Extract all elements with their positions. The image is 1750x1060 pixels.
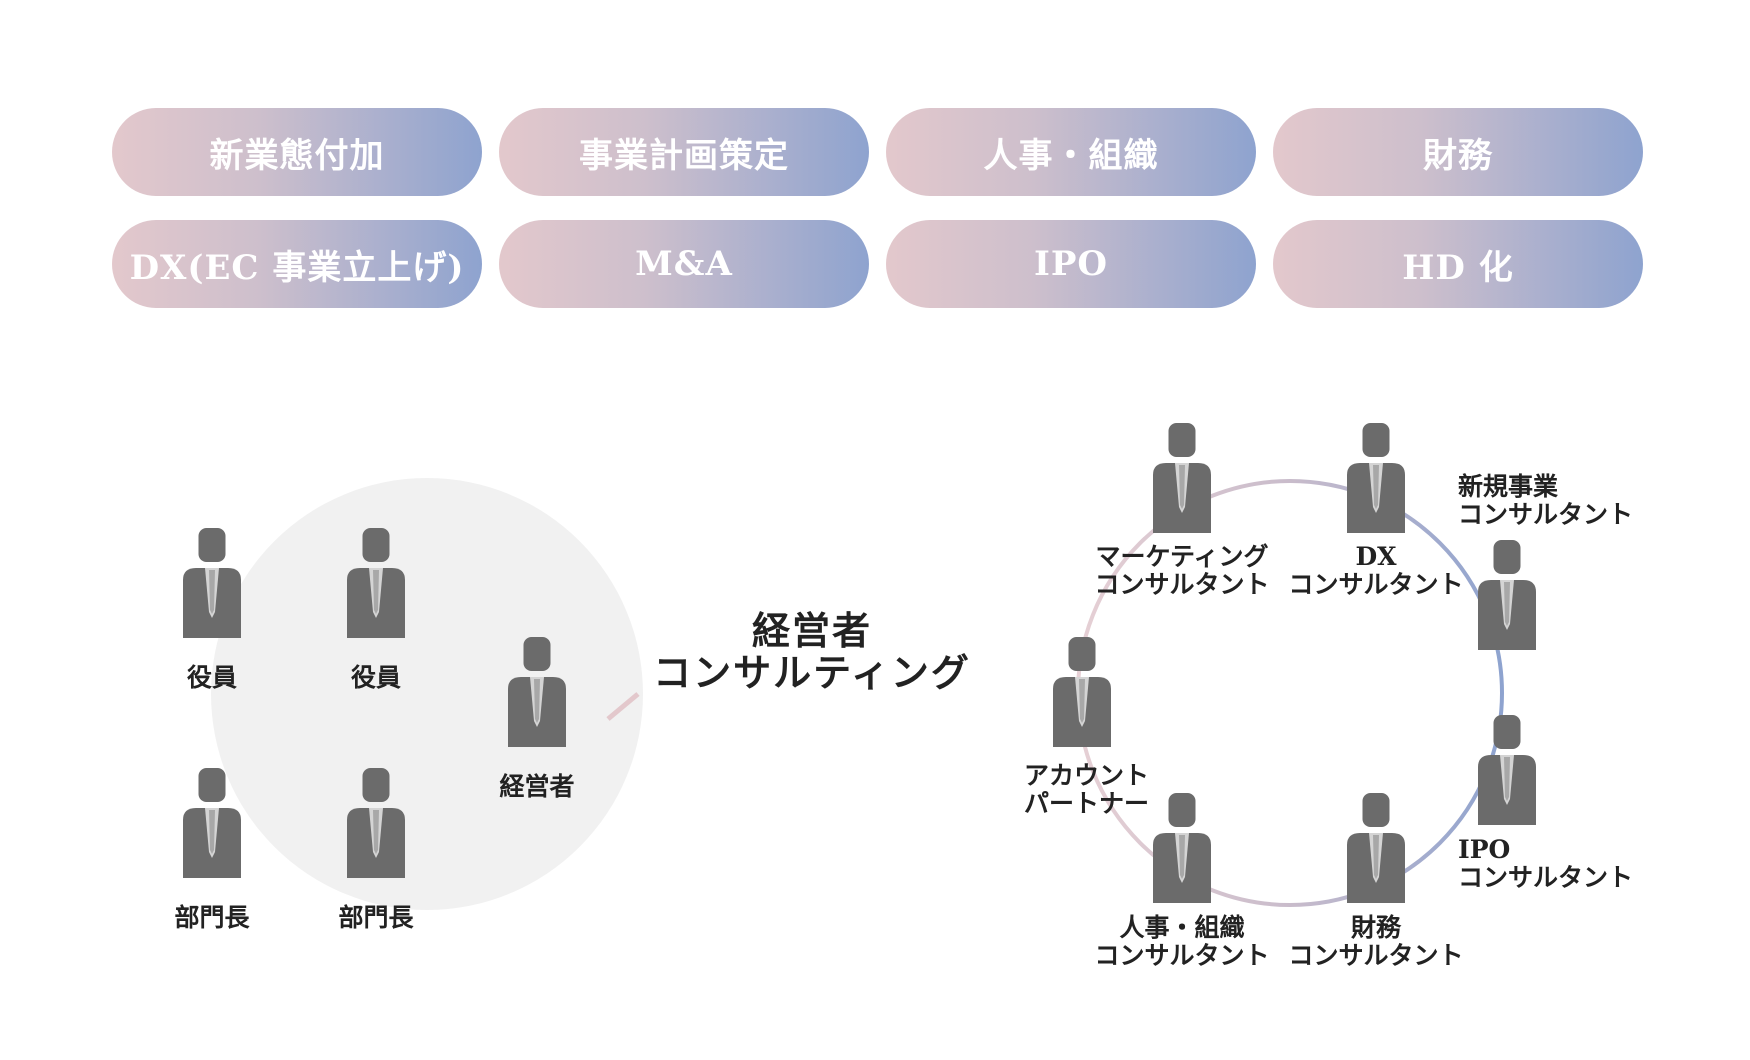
label-marketing: マーケティング コンサルタント <box>1094 543 1269 599</box>
label-officer-2: 役員 <box>350 663 402 692</box>
pill-ipo: IPO <box>886 220 1256 308</box>
client-circle <box>211 478 643 910</box>
person-icon-ipo <box>1478 715 1536 825</box>
pill-dx-ec: DX(EC 事業立上げ) <box>112 220 482 308</box>
label-hr: 人事・組織 コンサルタント <box>1094 914 1269 970</box>
label-account-partner: アカウント パートナー <box>1024 762 1149 818</box>
label-officer-1: 役員 <box>186 663 238 692</box>
label-marketing-line-1: マーケティング <box>1095 542 1269 571</box>
pill-new-business-format: 新業態付加 <box>112 108 482 196</box>
label-ipo-line-1: IPO <box>1458 835 1511 864</box>
label-account-partner-line-1: アカウント <box>1024 761 1150 790</box>
arrow-label-line-1: 経営者 <box>751 608 873 653</box>
label-new-business-line-1: 新規事業 <box>1458 472 1559 501</box>
label-ipo: IPO コンサルタント <box>1458 836 1633 892</box>
pill-ma: M&A <box>499 220 869 308</box>
arrow-head <box>606 692 640 721</box>
arrow-label-line-2: コンサルティング <box>653 650 971 695</box>
label-manager-2: 部門長 <box>338 903 414 932</box>
label-dx-line-1: DX <box>1355 542 1397 571</box>
label-finance: 財務 コンサルタント <box>1288 914 1463 970</box>
pill-hr-organization: 人事・組織 <box>886 108 1256 196</box>
label-marketing-line-2: コンサルタント <box>1094 570 1270 599</box>
label-new-business: 新規事業 コンサルタント <box>1458 473 1633 529</box>
label-executive: 経営者 <box>499 772 575 801</box>
label-manager-1: 部門長 <box>174 903 250 932</box>
pill-business-planning: 事業計画策定 <box>499 108 869 196</box>
pill-finance: 財務 <box>1273 108 1643 196</box>
person-icon-new-business <box>1478 540 1536 650</box>
service-pill-grid: 新業態付加 事業計画策定 人事・組織 財務 DX(EC 事業立上げ) M&A I… <box>112 108 1644 308</box>
label-dx-line-2: コンサルタント <box>1288 570 1464 599</box>
label-dx: DX コンサルタント <box>1288 543 1463 599</box>
label-account-partner-line-2: パートナー <box>1024 789 1150 818</box>
person-icon-dx <box>1347 423 1405 533</box>
label-new-business-line-2: コンサルタント <box>1458 500 1634 529</box>
person-icon-hr <box>1153 793 1211 903</box>
pill-hd: HD 化 <box>1273 220 1643 308</box>
label-hr-line-1: 人事・組織 <box>1119 913 1245 942</box>
person-icon-marketing <box>1153 423 1211 533</box>
label-finance-line-1: 財務 <box>1350 913 1402 942</box>
person-icon-finance <box>1347 793 1405 903</box>
person-icon-account-partner <box>1053 637 1111 747</box>
person-icon-officer-1 <box>183 528 241 638</box>
label-hr-line-2: コンサルタント <box>1094 941 1270 970</box>
label-ipo-line-2: コンサルタント <box>1458 863 1634 892</box>
label-finance-line-2: コンサルタント <box>1288 941 1464 970</box>
arrow-label: 経営者 コンサルティング <box>653 610 971 694</box>
